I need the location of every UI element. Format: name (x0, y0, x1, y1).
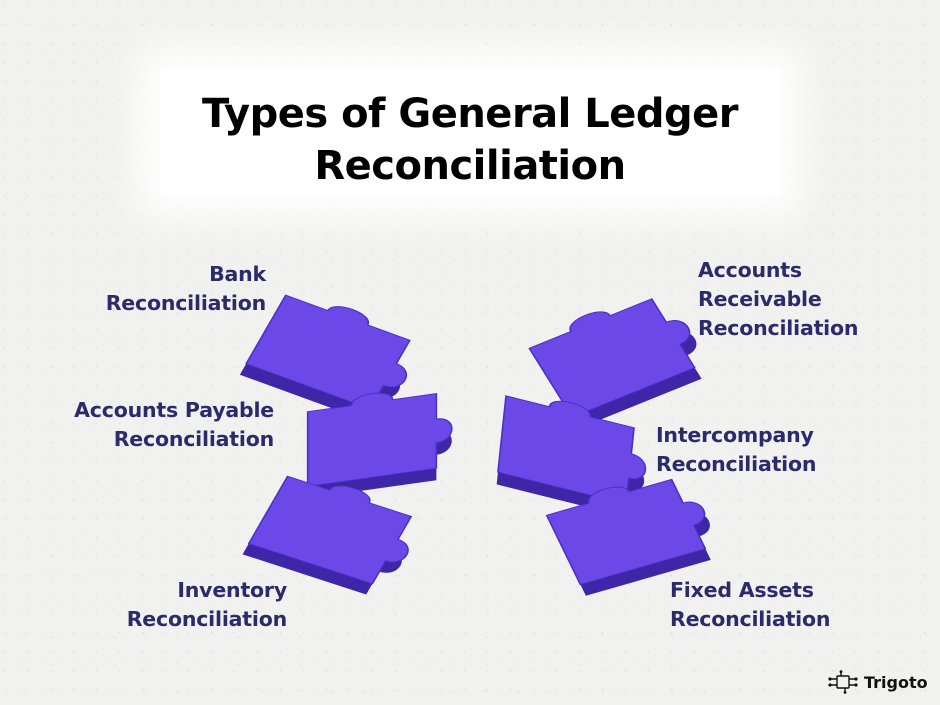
label-bank: Bank Reconciliation (105, 262, 266, 315)
title-line-2: Reconciliation (314, 143, 626, 189)
label-intercompany: Intercompany Reconciliation (656, 423, 817, 476)
page-title: Types of General Ledger Reconciliation (120, 88, 820, 192)
circuit-chip-icon (828, 670, 858, 694)
title-highlight (160, 70, 780, 195)
title-line-1: Types of General Ledger (201, 91, 739, 137)
label-accounts-receivable: Accounts Receivable Reconciliation (698, 258, 859, 340)
label-fixed-assets: Fixed Assets Reconciliation (670, 578, 831, 631)
label-accounts-payable: Accounts Payable Reconciliation (74, 398, 274, 451)
logo-wordmark: Trigoto (864, 672, 928, 692)
brand-logo: Trigoto (828, 668, 928, 696)
label-inventory: Inventory Reconciliation (126, 578, 287, 631)
